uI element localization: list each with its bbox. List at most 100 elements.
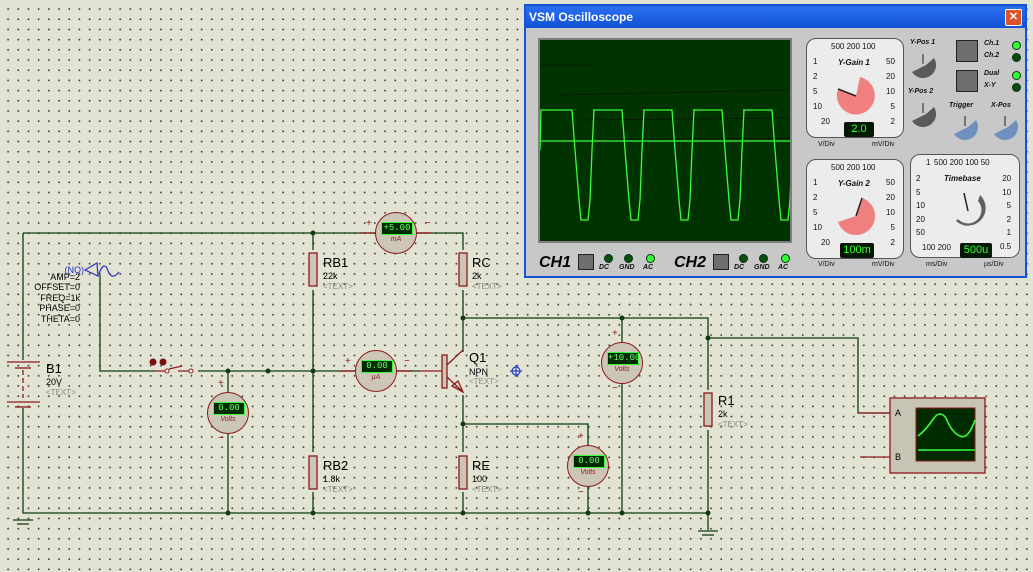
ch2-dc-led (739, 254, 748, 263)
ch2-mode-button[interactable] (713, 254, 729, 270)
ch2-gnd-led (759, 254, 768, 263)
scope-trace (539, 44, 795, 221)
ch1-mode-button[interactable] (578, 254, 594, 270)
ygain1-readout: 2.0 (844, 122, 874, 137)
ch1-indicator-led (1012, 41, 1021, 50)
battery-name[interactable]: B1 (46, 361, 62, 376)
plus-sign: + (366, 218, 372, 229)
re-name[interactable]: RE (472, 458, 491, 473)
xy-indicator-led (1012, 83, 1021, 92)
timebase-title: Timebase (944, 174, 981, 183)
r1-text: <TEXT> (718, 420, 748, 429)
minus-sign: − (612, 383, 618, 394)
plus-sign: + (218, 378, 224, 389)
ch1-trace (539, 109, 795, 221)
ygain2-panel (806, 159, 904, 259)
timebase-bottom-left: 100 200 (922, 243, 951, 252)
q1-name[interactable]: Q1 (469, 350, 487, 365)
re-text: <TEXT> (472, 485, 502, 494)
r1-name[interactable]: R1 (718, 393, 735, 408)
ch2-ac-led (781, 254, 790, 263)
r1-value: 2k (718, 409, 728, 419)
vsm-oscilloscope-window[interactable]: VSM Oscilloscope ✕ CH1 DC GND AC CH2 DC … (524, 4, 1027, 278)
ygain1-knob[interactable] (836, 76, 876, 116)
timebase-knob[interactable] (948, 191, 988, 231)
xpos-knob[interactable] (990, 112, 1020, 142)
scope-input-b: B (895, 452, 902, 462)
ch1-gnd-led (624, 254, 633, 263)
meter-unit: Volts (220, 416, 236, 423)
channel-select-button[interactable] (956, 40, 978, 62)
minus-sign: − (218, 433, 224, 444)
ygain1-title: Y-Gain 1 (838, 58, 870, 67)
base-ammeter[interactable]: 0.00 µA (355, 350, 397, 392)
rc-value: 2k (472, 271, 482, 281)
battery-text: <TEXT> (46, 388, 76, 397)
dual-xy-button[interactable] (956, 70, 978, 92)
rb2-name[interactable]: RB2 (323, 458, 349, 473)
gen-param-theta: THETA=0 (40, 313, 80, 324)
ch1-dc-led (604, 254, 613, 263)
rb1-text: <TEXT> (323, 282, 353, 291)
junctions (225, 230, 711, 516)
generator-label: (NO) AMP=2 OFFSET=0 FREQ=1k PHASE=0 THET… (30, 265, 84, 324)
close-icon[interactable]: ✕ (1005, 9, 1022, 26)
timebase-readout: 500u (960, 243, 992, 258)
q1-text: <TEXT> (469, 377, 499, 386)
ch1-gnd-label: GND (619, 264, 635, 271)
input-voltmeter[interactable]: 0.00 Volts (207, 392, 249, 434)
ygain2-readout: 100m (840, 243, 874, 258)
trigger-label: Trigger (949, 102, 973, 109)
plus-sign: + (612, 328, 618, 339)
emitter-voltmeter[interactable]: 0.00 Volts (567, 445, 609, 487)
re-value: 100 (472, 474, 488, 484)
window-titlebar[interactable]: VSM Oscilloscope ✕ (526, 6, 1025, 28)
sine-generator-icon (83, 261, 120, 277)
gen-param-phase: PHASE=0 (39, 303, 80, 313)
collector-voltmeter[interactable]: +10.00 Volts (601, 342, 643, 384)
meter-display: 0.00 (573, 455, 605, 468)
ch1-dc-label: DC (599, 264, 610, 271)
ch2-indicator-label: Ch.2 (984, 52, 1000, 59)
ypos2-label: Y-Pos 2 (908, 88, 934, 95)
meter-display: +5.00 (381, 222, 413, 235)
scope-input-a: A (895, 408, 902, 418)
rc-name[interactable]: RC (472, 255, 491, 270)
timebase-right-unit: µs/Div (984, 261, 1004, 268)
ygain1-panel (806, 38, 904, 138)
cursor-crosshair-icon (510, 365, 522, 377)
ch2-label: CH2 (674, 254, 707, 271)
oscilloscope-instrument-symbol (858, 397, 986, 474)
ch1-ac-label: AC (643, 264, 654, 271)
trigger-knob[interactable] (950, 112, 980, 142)
resistor-symbols (308, 252, 713, 490)
ypos1-knob[interactable] (908, 50, 938, 80)
xy-indicator-label: X-Y (984, 82, 996, 89)
timebase-top-scale: 500 200 100 50 (934, 158, 990, 167)
ygain2-top-scale: 500 200 100 (831, 163, 876, 172)
ygain2-knob[interactable] (836, 196, 876, 236)
collector-ammeter[interactable]: +5.00 mA (375, 212, 417, 254)
meter-display: 0.00 (213, 402, 245, 415)
window-title: VSM Oscilloscope (529, 10, 634, 24)
xpos-label: X-Pos (991, 102, 1011, 109)
meter-display: 0.00 (361, 360, 393, 373)
ygain1-left-unit: V/Div (818, 141, 835, 148)
ypos2-knob[interactable] (908, 99, 938, 129)
minus-sign: − (578, 487, 584, 498)
ypos1-label: Y-Pos 1 (910, 39, 936, 46)
npn-transistor-symbol (420, 349, 465, 394)
rb2-text: <TEXT> (323, 485, 353, 494)
ygain1-right-unit: mV/Div (872, 141, 895, 148)
battery-symbol (7, 361, 40, 408)
meter-unit: Volts (580, 469, 596, 476)
rb1-name[interactable]: RB1 (323, 255, 349, 270)
minus-sign: − (425, 218, 431, 229)
ygain1-top-scale: 500 200 100 (831, 42, 876, 51)
